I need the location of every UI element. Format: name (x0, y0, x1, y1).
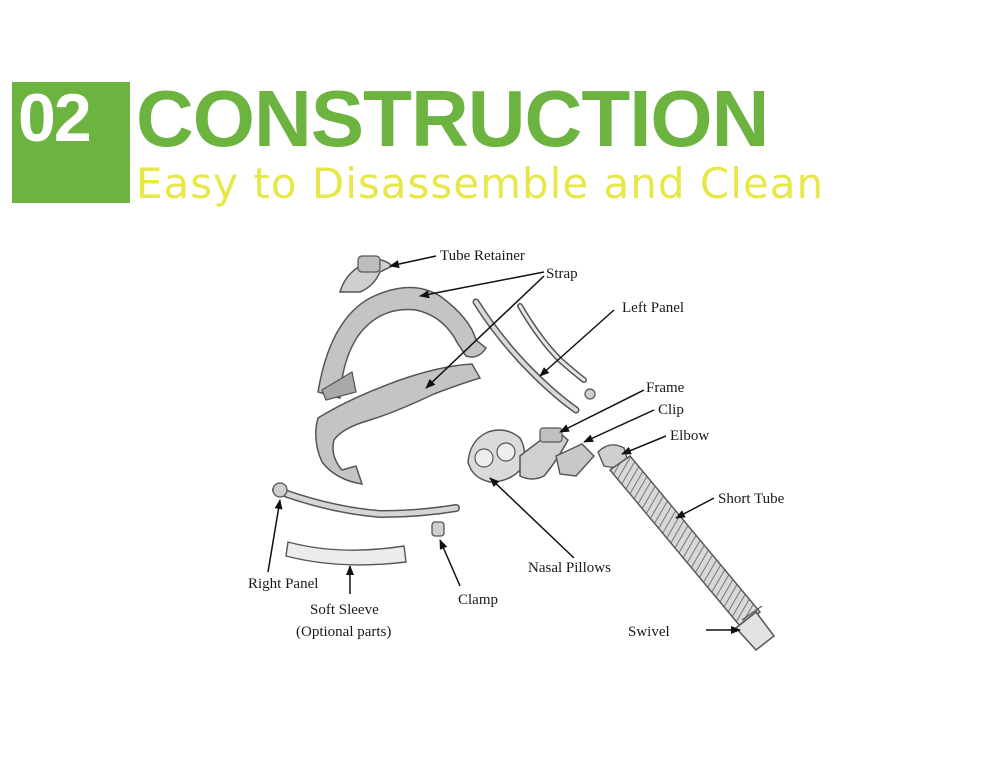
upper-strap-part (317, 286, 488, 401)
section-title: CONSTRUCTION (136, 74, 769, 163)
label-clamp: Clamp (458, 592, 498, 608)
lower-strap-part (315, 363, 482, 485)
tube-retainer-part (338, 255, 394, 293)
soft-sleeve-part (285, 541, 407, 566)
swivel-part (734, 605, 776, 652)
label-short-tube: Short Tube (718, 491, 785, 507)
label-optional-parts: (Optional parts) (296, 624, 391, 640)
short-tube-part (608, 455, 762, 627)
label-right-panel: Right Panel (248, 576, 318, 592)
label-left-panel: Left Panel (622, 300, 684, 316)
label-nasal-pillows: Nasal Pillows (528, 560, 611, 576)
label-frame: Frame (646, 380, 685, 396)
nasal-pillows-frame-part (467, 427, 595, 483)
leader-arrows (267, 255, 741, 634)
clamp-part (431, 521, 445, 537)
label-swivel: Swivel (628, 624, 670, 640)
label-soft-sleeve: Soft Sleeve (310, 602, 379, 618)
label-tube-retainer: Tube Retainer (440, 248, 525, 264)
label-elbow: Elbow (670, 428, 709, 444)
label-clip: Clip (658, 402, 684, 418)
section-subtitle: Easy to Disassemble and Clean (136, 159, 825, 208)
left-panel-part (472, 298, 596, 414)
right-panel-part (272, 482, 460, 519)
label-strap: Strap (546, 266, 578, 282)
section-number: 02 (12, 82, 130, 203)
